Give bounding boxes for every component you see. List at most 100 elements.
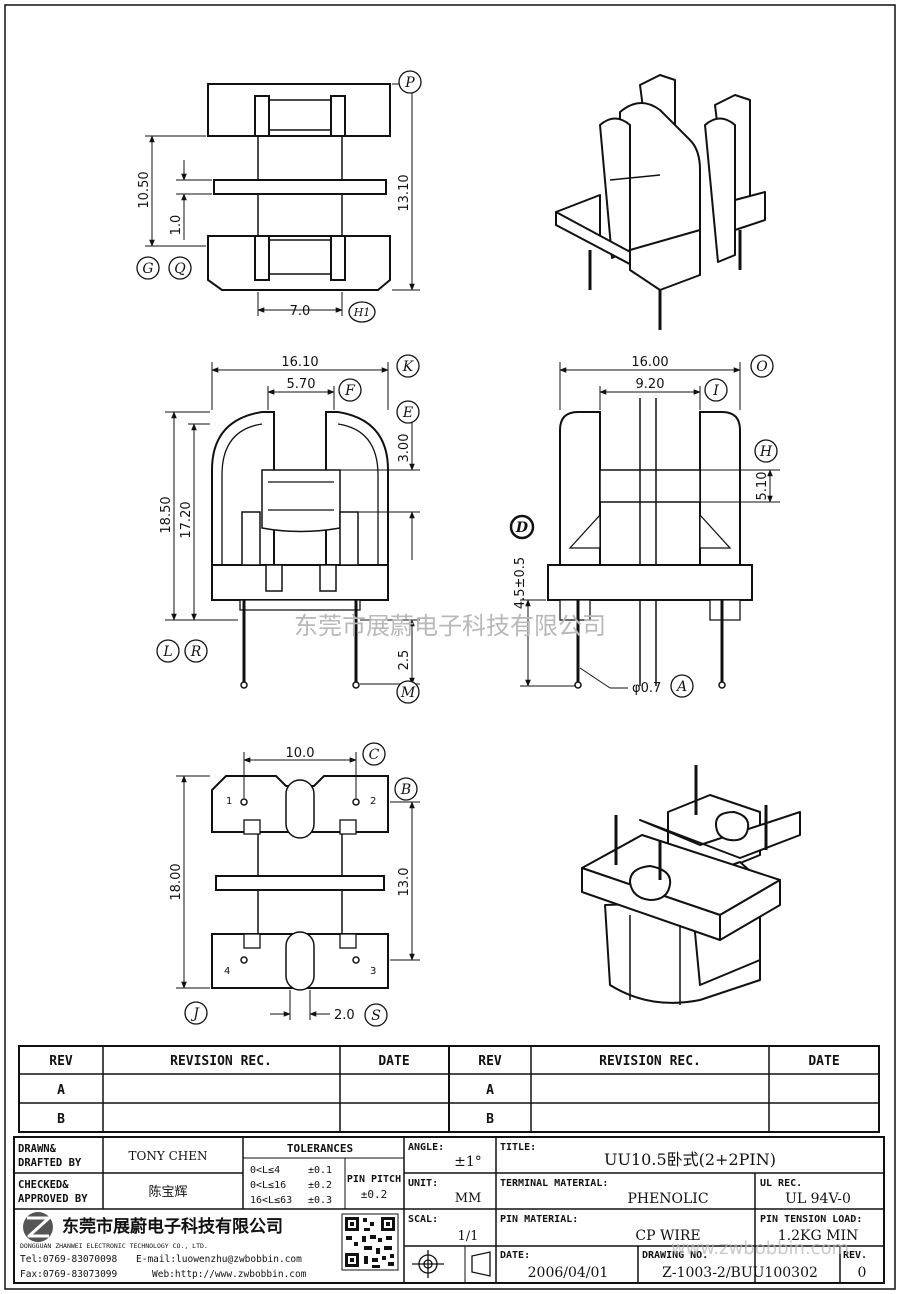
title-label: TITLE: [500,1142,536,1153]
drawing-no-value: Z-1003-2/BUU100302 [662,1265,818,1281]
tolerance-value-1: ±0.1 [308,1165,332,1176]
callout-b: B [394,777,418,801]
web-watermark: www.zwbobbin.com [671,1238,849,1259]
svg-text:H1: H1 [353,306,371,319]
dim-bottom-len: 18.00 [169,863,184,900]
pin-number-3: 3 [370,966,376,977]
svg-text:D: D [515,520,529,536]
dim-front-width: 16.10 [281,355,318,370]
rev-header-rev-right: REV [478,1054,502,1069]
dim-side-h: 5.10 [755,472,770,501]
company-tel: Tel:0769-83070098 [20,1254,118,1265]
svg-text:H: H [759,444,773,460]
company-name-en: DONGGUAN ZHANWEI ELECTRONIC TECHNOLOGY C… [20,1242,208,1250]
tolerance-range-1: 0<L≤4 [250,1165,280,1176]
iso-view-bottom [581,765,801,1005]
terminal-material-value: PHENOLIC [627,1191,708,1207]
dim-front-h1: 18.50 [159,496,174,533]
callout-p: P [398,70,422,94]
dim-side-dia: φ0.7 [632,681,661,696]
side-view [547,398,753,689]
unit-label: UNIT: [408,1178,438,1189]
callout-o: O [750,354,774,378]
title-value: UU10.5卧式(2+2PIN) [604,1150,776,1169]
date-label: DATE: [500,1250,530,1261]
callout-j: J [184,1001,208,1025]
company-logo [23,1212,53,1242]
top-view [207,83,391,291]
approved-by-value: 陈宝辉 [148,1184,187,1200]
checked-label-line1: CHECKED& [18,1179,69,1191]
callout-a: A [670,674,694,698]
callout-f: F [338,378,362,402]
company-email: E-mail:luowenzhu@zwbobbin.com [136,1254,302,1265]
rev-header-date-left: DATE [378,1054,409,1069]
rev-header-record-left: REVISION REC. [170,1054,272,1069]
dim-top-height: 13.10 [397,174,412,211]
svg-text:I: I [712,383,719,399]
terminal-material-label: TERMINAL MATERIAL: [500,1178,608,1189]
front-view-dimensions [165,362,420,685]
svg-text:F: F [344,383,356,399]
revision-table [18,1045,880,1133]
svg-text:E: E [402,405,413,421]
callout-c: C [362,742,386,766]
dim-side-inner: 9.20 [636,377,665,392]
svg-text:C: C [369,747,380,763]
unit-value: MM [455,1191,482,1206]
checked-label-line2: APPROVED BY [18,1193,88,1205]
company-fax: Fax:0769-83073099 [20,1269,118,1280]
callout-d: D [509,514,535,540]
watermark-company: 东莞市展蔚电子科技有限公司 [294,612,606,640]
callout-l: L [156,639,180,663]
dim-front-pin: 2.5 [397,650,412,671]
dim-bottom-slot: 2.0 [334,1008,355,1023]
front-view [211,411,389,689]
callout-e: E [396,400,420,424]
rev-row-a-left: A [57,1083,65,1098]
pin-number-1: 1 [226,796,232,807]
callout-m: M [396,680,420,704]
svg-text:R: R [190,644,202,660]
callout-g: G [136,256,160,280]
svg-text:M: M [400,685,416,701]
dim-front-gap: 3.00 [397,434,412,463]
title-block-grid [13,1136,885,1284]
date-value: 2006/04/01 [528,1265,609,1281]
rev-row-b-left: B [57,1112,65,1127]
iso-view-top [555,74,766,330]
dim-bottom-span: 13.0 [397,868,412,897]
svg-text:Q: Q [174,261,186,277]
dim-front-slot: 5.70 [287,377,316,392]
top-view-dimensions [145,83,420,316]
tolerance-value-3: ±0.3 [308,1195,332,1206]
dim-side-pin: 4.5±0.5 [513,557,528,609]
company-web: Web:http://www.zwbobbin.com [152,1269,307,1280]
callout-r: R [184,639,208,663]
scale-label: SCAL: [408,1214,438,1225]
qr-code-icon [341,1213,399,1271]
rev-row-b-right: B [486,1112,494,1127]
side-view-dimensions [520,362,780,689]
dim-side-width: 16.00 [631,355,668,370]
svg-text:B: B [400,782,411,798]
drawn-label-line1: DRAWN& [18,1143,57,1155]
callout-s: S [364,1003,388,1027]
tolerance-range-2: 0<L≤16 [250,1180,286,1191]
ul-rec-label: UL REC. [760,1178,802,1189]
rev-header-date-right: DATE [808,1054,839,1069]
svg-text:S: S [371,1008,381,1024]
svg-text:O: O [756,359,768,375]
angle-label: ANGLE: [408,1142,444,1153]
bottom-view-dimensions [176,752,420,1020]
pin-pitch-value: ±0.2 [361,1188,388,1201]
svg-text:G: G [142,261,153,277]
pin-tension-value: 1.2KG MIN [778,1228,858,1244]
svg-text:P: P [404,75,415,91]
drawing-border [4,4,896,1290]
callout-i: I [704,378,728,402]
dim-front-h2: 17.20 [179,501,194,538]
pin-pitch-label: PIN PITCH [347,1174,401,1185]
svg-text:L: L [162,644,172,660]
